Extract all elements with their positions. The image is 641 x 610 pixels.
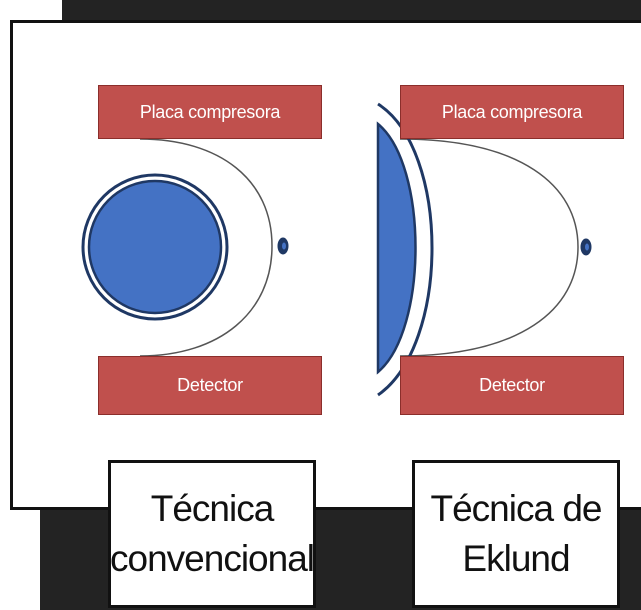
compression-plate-label: Placa compresora bbox=[441, 101, 583, 122]
caption-line: Técnica bbox=[150, 488, 275, 529]
compression-plate-conventional: Placa compresora bbox=[98, 85, 322, 139]
nipple-conventional-center bbox=[282, 242, 286, 250]
breast-outline-eklund bbox=[399, 138, 579, 357]
detector-plate-eklund: Detector bbox=[400, 356, 624, 415]
implant-eklund bbox=[376, 121, 417, 375]
top-dark-band bbox=[62, 0, 641, 22]
caption-line: Eklund bbox=[462, 538, 570, 579]
detector-plate-label: Detector bbox=[479, 375, 545, 395]
detector-plate-conventional: Detector bbox=[98, 356, 322, 415]
compression-plate-label: Placa compresora bbox=[139, 101, 281, 122]
detector-plate-label: Detector bbox=[177, 375, 243, 395]
nipple-eklund-center bbox=[585, 243, 589, 251]
compression-plate-eklund: Placa compresora bbox=[400, 85, 624, 139]
caption-line: Técnica de bbox=[430, 488, 603, 529]
caption-line: convencional bbox=[110, 538, 315, 579]
implant-conventional bbox=[87, 179, 223, 315]
caption-conventional: Técnica convencional bbox=[108, 460, 316, 608]
caption-eklund: Técnica de Eklund bbox=[412, 460, 620, 608]
